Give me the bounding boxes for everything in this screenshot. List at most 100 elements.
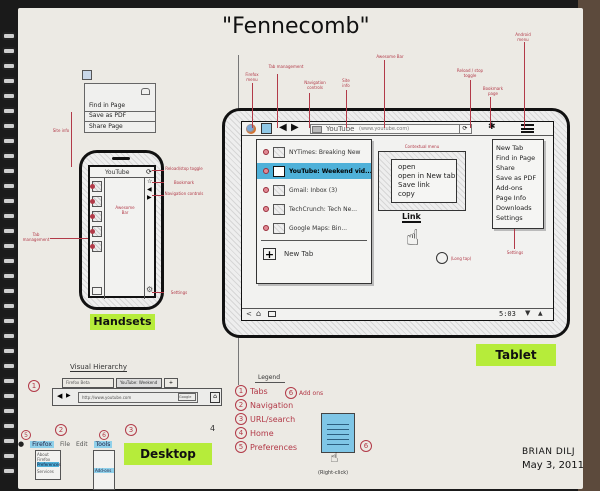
- legend-number: 2: [235, 399, 247, 411]
- overflow-menu-item[interactable]: Settings: [496, 214, 523, 222]
- bookmark-puzzle-icon[interactable]: ✱: [488, 122, 496, 132]
- context-menu-item[interactable]: Save link: [398, 181, 430, 189]
- marker-2: 2: [55, 424, 67, 436]
- spiral-ring: [2, 332, 16, 340]
- menu-item-preferences[interactable]: Preferences: [37, 462, 61, 467]
- wifi-icon: ▼: [525, 309, 531, 317]
- close-tab-icon[interactable]: [263, 149, 269, 155]
- handset-tab-thumb[interactable]: [90, 241, 102, 252]
- overflow-menu-item[interactable]: Find in Page: [496, 154, 536, 162]
- search-field[interactable]: Google: [178, 393, 196, 401]
- desktop-label: Desktop: [124, 443, 212, 465]
- close-icon[interactable]: [90, 229, 95, 234]
- overflow-menu-item[interactable]: Save as PDF: [496, 174, 537, 182]
- handset-site-title: YouTube: [105, 169, 130, 176]
- tabs-icon[interactable]: [92, 287, 102, 295]
- new-tab-plus[interactable]: +: [164, 378, 178, 388]
- bookmark-star-icon[interactable]: ☆: [147, 178, 153, 185]
- handset-tab-thumb[interactable]: [90, 226, 102, 237]
- tab-list-item[interactable]: Gmail: Inbox (3): [263, 182, 371, 198]
- desktop-menubar: ● Firefox File Edit Tools: [18, 440, 113, 448]
- menu-edit[interactable]: Edit: [76, 440, 88, 448]
- context-menu-item[interactable]: copy: [398, 190, 415, 198]
- menu-tools[interactable]: Tools: [93, 440, 113, 448]
- recent-apps-icon[interactable]: [268, 311, 276, 317]
- menu-item-addons[interactable]: Add-ons: [94, 468, 114, 473]
- awesome-bar[interactable]: YouTube (www.youtube.com) ⟳: [310, 124, 472, 134]
- back-icon[interactable]: <: [246, 310, 252, 318]
- forward-arrow-icon[interactable]: ▶: [291, 122, 299, 133]
- menu-hamburger-icon[interactable]: [521, 124, 534, 133]
- close-icon[interactable]: [90, 214, 95, 219]
- overflow-menu-item[interactable]: Share: [496, 164, 515, 172]
- spiral-ring: [2, 137, 16, 145]
- context-menu-item[interactable]: open in New tab: [398, 172, 456, 180]
- annotation-android-menu: Android menu: [515, 32, 531, 42]
- desktop-tab[interactable]: Firefox Beta: [62, 378, 114, 388]
- close-icon[interactable]: [90, 199, 95, 204]
- back-arrow-icon[interactable]: ◀: [147, 186, 152, 193]
- annotation-firefox-menu: Firefox menu: [245, 72, 259, 82]
- reload-icon[interactable]: ⟳: [459, 125, 470, 133]
- tab-list-item[interactable]: YouTube: Weekend vid...: [257, 163, 371, 179]
- spiral-ring: [2, 122, 16, 130]
- home-icon[interactable]: ⌂: [256, 309, 262, 318]
- forward-arrow-icon[interactable]: ▶: [66, 392, 71, 399]
- context-menu-item[interactable]: open: [398, 163, 416, 171]
- reload-icon[interactable]: ⟳: [146, 168, 152, 176]
- close-tab-icon[interactable]: [263, 225, 269, 231]
- tab-thumbnail: [273, 222, 285, 234]
- legend-label: Preferences: [250, 442, 298, 452]
- handset-screen: YouTube ⟳ ☆ ◀ ▶ ⚙: [88, 165, 156, 299]
- site-info-icon[interactable]: [312, 126, 322, 133]
- tab-list-item[interactable]: TechCrunch: Tech Ne...: [263, 201, 371, 217]
- site-icon: [82, 70, 92, 80]
- spiral-ring: [2, 62, 16, 70]
- desktop-tab-active[interactable]: YouTube: Weekend vid: [116, 378, 162, 393]
- forward-arrow-icon[interactable]: ▶: [147, 194, 152, 201]
- overflow-menu-item[interactable]: Downloads: [496, 204, 532, 212]
- divider: [85, 111, 155, 112]
- close-tab-icon[interactable]: [263, 206, 269, 212]
- divider: [85, 121, 155, 122]
- desktop-browser: Firefox Beta YouTube: Weekend vid + ◀ ▶ …: [50, 378, 222, 414]
- menu-item-share[interactable]: Share Page: [89, 123, 123, 130]
- annotation-settings: Settings: [506, 250, 524, 255]
- menu-item-about[interactable]: About Firefox: [37, 452, 51, 462]
- new-tab-button[interactable]: + New Tab: [263, 247, 314, 261]
- settings-gear-icon[interactable]: ⚙: [146, 285, 154, 294]
- firefox-logo-icon[interactable]: [246, 124, 256, 134]
- handset-tab-thumb[interactable]: [90, 196, 102, 207]
- close-icon[interactable]: [90, 184, 95, 189]
- back-arrow-icon[interactable]: ◀: [57, 392, 63, 400]
- hand-pointer-icon: ☝: [406, 226, 420, 251]
- tab-list-item[interactable]: Google Maps: Bin...: [263, 220, 371, 236]
- menu-item-find[interactable]: Find in Page: [89, 102, 126, 109]
- tab-thumbnail: [273, 203, 285, 215]
- home-button[interactable]: ⌂: [210, 392, 220, 403]
- menu-file[interactable]: File: [59, 440, 71, 448]
- menu-item-save-pdf[interactable]: Save as PDF: [89, 112, 127, 119]
- close-tab-icon[interactable]: [263, 168, 269, 174]
- handset-tab-thumb[interactable]: [90, 211, 102, 222]
- close-tab-icon[interactable]: [263, 187, 269, 193]
- menu-item-services[interactable]: Services: [37, 469, 54, 474]
- annotation-site-info: Site info: [52, 128, 70, 133]
- tab-management-icon[interactable]: [261, 123, 272, 134]
- menu-firefox[interactable]: Firefox: [30, 440, 54, 448]
- divider: [255, 382, 285, 383]
- spiral-ring: [2, 347, 16, 355]
- apple-icon: ●: [18, 440, 25, 448]
- url-field[interactable]: http://www.youtube.com: [78, 392, 198, 403]
- overflow-menu-item[interactable]: Page Info: [496, 194, 527, 202]
- handset-tab-thumb[interactable]: [90, 181, 102, 192]
- link-label[interactable]: Link: [402, 212, 421, 223]
- overflow-menu-item[interactable]: Add-ons: [496, 184, 523, 192]
- overflow-menu-item[interactable]: New Tab: [496, 144, 524, 152]
- close-icon[interactable]: [90, 244, 95, 249]
- tab-list-item[interactable]: NYTimes: Breaking New: [263, 144, 371, 160]
- back-arrow-icon[interactable]: ◀: [279, 122, 287, 133]
